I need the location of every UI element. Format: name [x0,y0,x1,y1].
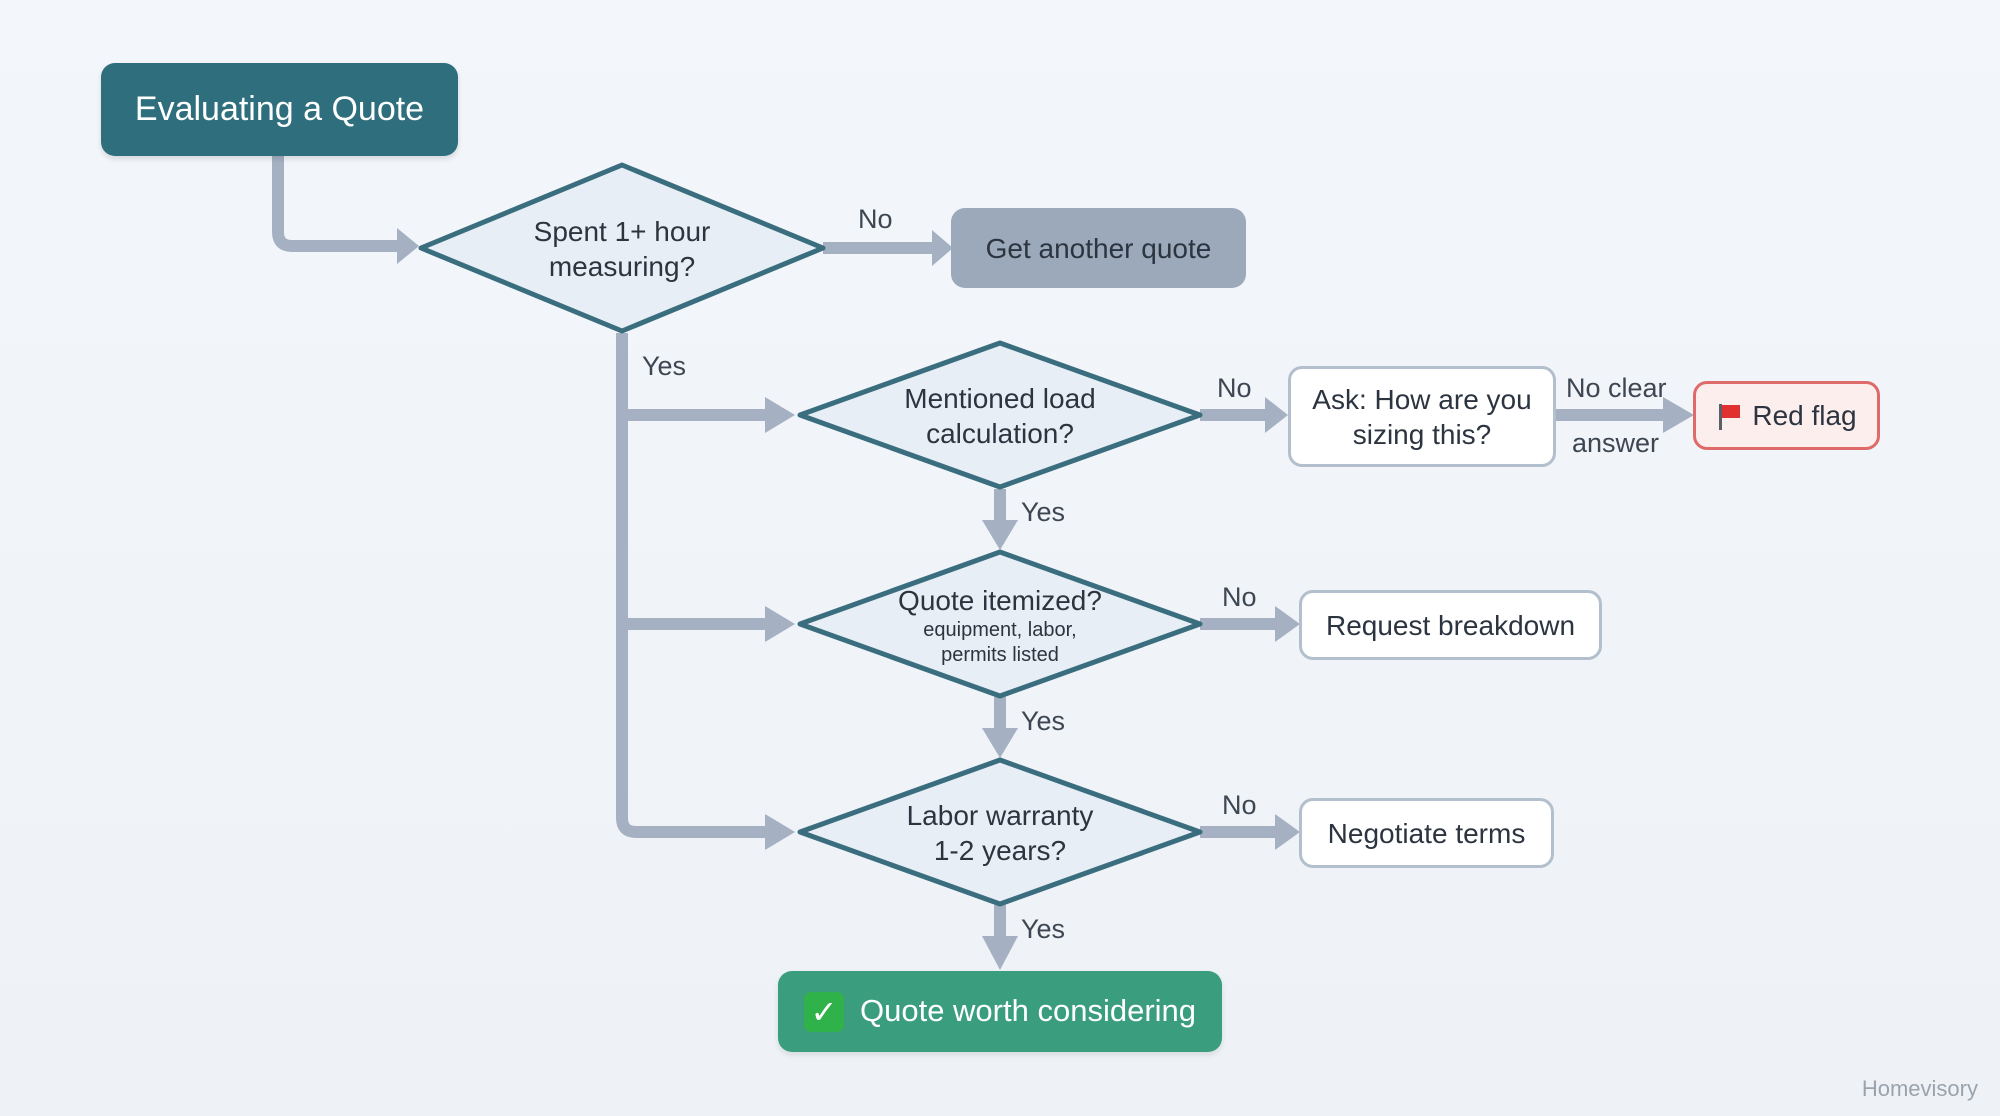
edge-label-itemized-no: No [1222,582,1257,612]
edge-label-itemized-yes: Yes [1021,706,1066,736]
decision-shape-measuring [418,162,826,334]
edge-label-load-no: No [1217,373,1252,403]
get-another-quote-label: Get another quote [985,232,1212,264]
decision-itemized-sub1: equipment, labor, [923,619,1077,641]
connector-start-to-measuring [272,155,398,252]
arrowhead [982,936,1018,970]
arrowhead [982,728,1018,758]
decision-measuring: Spent 1+ hour measuring? [482,214,762,284]
quote-worth-considering-label: Quote worth considering [859,993,1197,1029]
arrowhead [1265,397,1288,433]
check-mark-icon: ✓ [803,991,844,1032]
edge-label-warranty-no: No [1222,790,1257,820]
start-node: Evaluating a Quote [101,63,458,156]
decision-itemized: Quote itemized? equipment, labor, permit… [860,583,1140,668]
edge-label-load-yes: Yes [1021,497,1066,527]
arrowhead [982,520,1018,550]
request-breakdown-label: Request breakdown [1325,609,1576,641]
start-node-label: Evaluating a Quote [134,90,425,129]
arrowhead [1275,814,1300,850]
request-breakdown-node: Request breakdown [1299,590,1602,660]
get-another-quote-node: Get another quote [951,208,1246,288]
decision-load-line1: Mentioned load [904,383,1096,414]
red-flag-icon [1716,402,1742,430]
edge-label-measuring-no: No [858,204,893,234]
arrowhead [765,814,795,850]
watermark: Homevisory [1861,1076,1978,1101]
ask-sizing-line2: sizing this? [1352,418,1492,450]
decision-load: Mentioned load calculation? [860,381,1140,451]
arrowhead [1663,397,1694,433]
decision-load-line2: calculation? [926,418,1074,449]
decision-warranty: Labor warranty 1-2 years? [860,798,1140,868]
arrowhead [932,230,953,266]
edge-label-warranty-yes: Yes [1021,914,1066,944]
arrowhead [1275,606,1300,642]
arrowhead [765,397,795,433]
decision-shape-warranty [797,757,1203,907]
edge-label-ask-no-clear-2: answer [1572,428,1660,458]
decision-shape-load [797,340,1203,490]
red-flag-node: Red flag [1693,381,1880,450]
negotiate-terms-node: Negotiate terms [1299,798,1554,868]
decision-shape-itemized [797,549,1203,699]
negotiate-terms-label: Negotiate terms [1327,817,1526,849]
decision-itemized-line1: Quote itemized? [898,585,1102,616]
ask-sizing-line1: Ask: How are you [1312,383,1532,415]
arrowhead [397,228,419,264]
edge-label-measuring-yes: Yes [642,351,687,381]
ask-sizing-node: Ask: How are you sizing this? [1288,366,1556,467]
quote-worth-considering-node: ✓ Quote worth considering [778,971,1222,1052]
decision-warranty-line1: Labor warranty [906,800,1094,831]
decision-measuring-line1: Spent 1+ hour [533,216,711,247]
decision-itemized-sub2: permits listed [941,644,1059,666]
edge-label-ask-no-clear-1: No clear [1566,373,1667,403]
arrowhead [765,606,795,642]
decision-measuring-line2: measuring? [548,251,696,282]
red-flag-label: Red flag [1752,400,1857,431]
connector-yes-trunk [616,333,766,838]
decision-warranty-line2: 1-2 years? [933,835,1067,866]
